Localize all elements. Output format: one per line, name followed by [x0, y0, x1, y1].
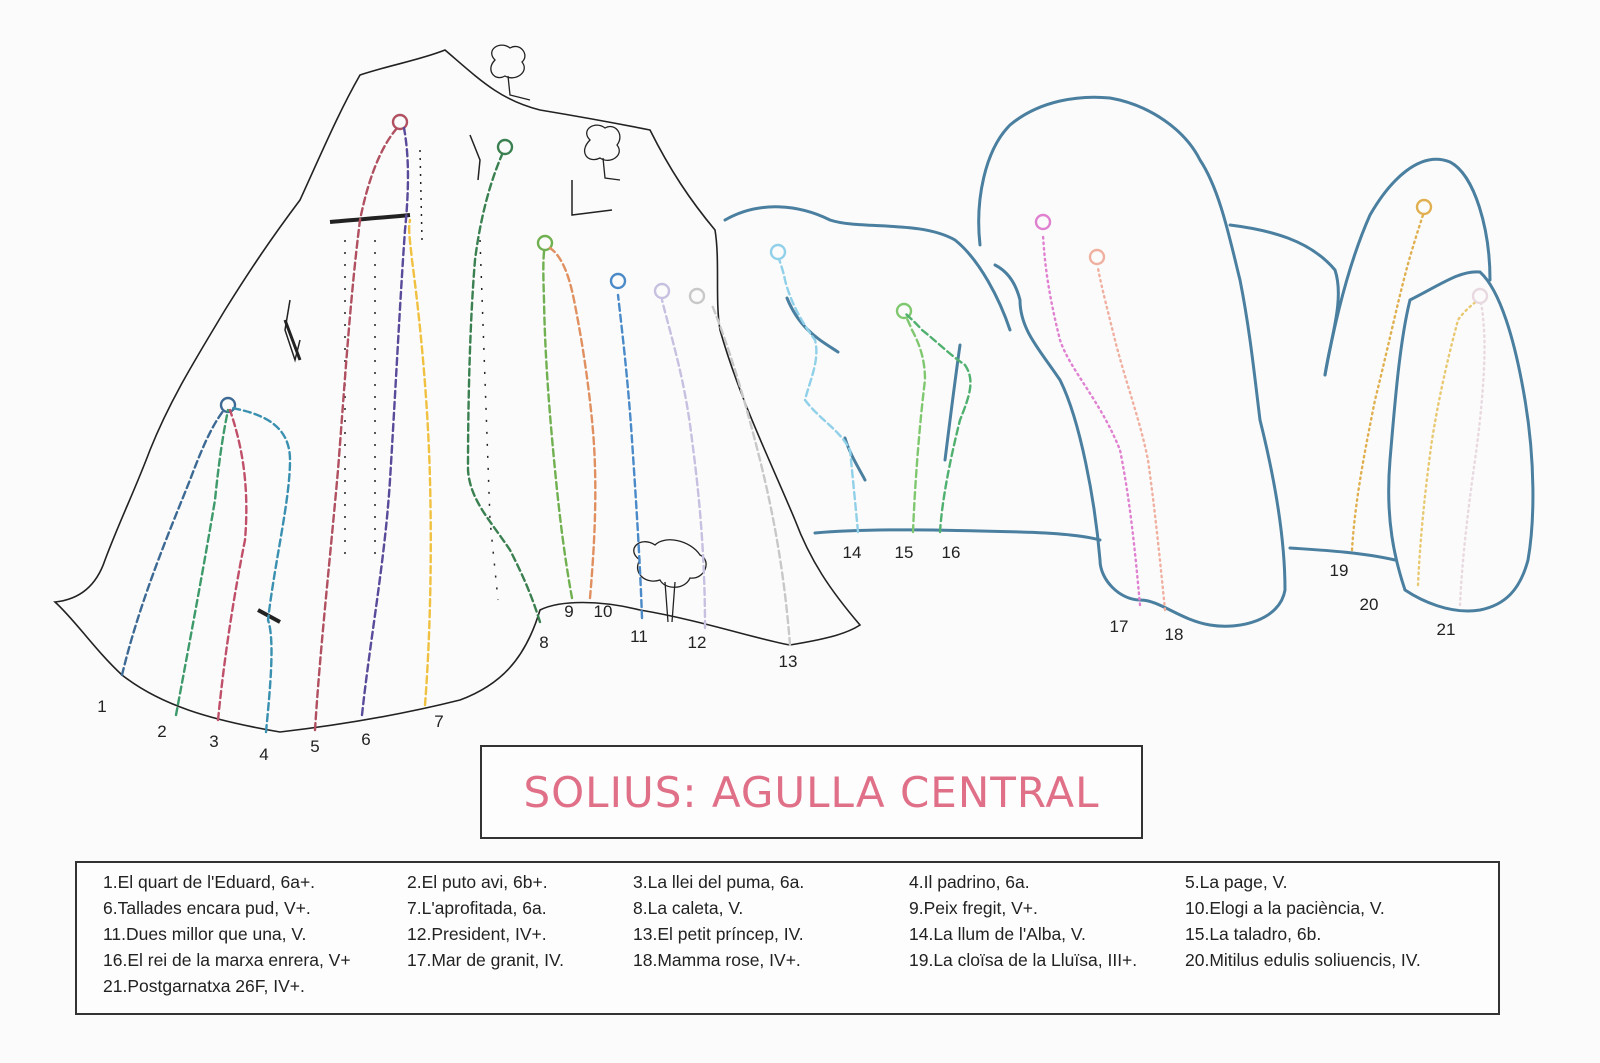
route-line-18: [1098, 268, 1165, 610]
legend-item: 10.Elogi a la paciència, V.: [1173, 897, 1473, 919]
route-line-10: [550, 248, 595, 598]
route-number-label: 3: [209, 732, 218, 751]
route-number-label: 15: [895, 543, 914, 562]
route-line-8: [468, 148, 540, 622]
route-number-label: 7: [434, 712, 443, 731]
rock-21-outline: [1389, 272, 1533, 611]
legend-item: 3.La llei del puma, 6a.: [627, 871, 903, 893]
legend-item: 1.El quart de l'Eduard, 6a+.: [87, 871, 387, 893]
legend-item: 20.Mitilus edulis soliuencis, IV.: [1173, 949, 1473, 971]
route-line-11: [618, 295, 642, 618]
anchor-ring-icon: [1090, 250, 1104, 264]
legend-item: 11.Dues millor que una, V.: [87, 923, 387, 945]
route-number-label: 11: [630, 627, 648, 646]
route-number-label: 18: [1165, 625, 1184, 644]
route-line-15: [903, 312, 925, 532]
legend-item: 7.L'aprofitada, 6a.: [387, 897, 627, 919]
tree-icon-bottom: [634, 540, 706, 622]
main-rock-outline: [55, 50, 860, 732]
route-number-label: 5: [310, 737, 319, 756]
rock-17-18-outline: [979, 97, 1285, 626]
anchor-ring-icon: [690, 289, 704, 303]
route-number-label: 1: [97, 697, 106, 716]
legend-item: 18.Mamma rose, IV+.: [627, 949, 903, 971]
title-box: SOLIUS: AGULLA CENTRAL: [480, 745, 1143, 839]
route-line-9: [543, 245, 572, 598]
route-line-2: [176, 410, 228, 715]
legend-item: 19.La cloïsa de la Lluïsa, III+.: [903, 949, 1173, 971]
route-number-label: 10: [594, 602, 613, 621]
legend-item: 5.La page, V.: [1173, 871, 1473, 893]
anchor-ring-icon: [1473, 289, 1487, 303]
route-number-label: 12: [688, 633, 707, 652]
legend-item: 13.El petit príncep, IV.: [627, 923, 903, 945]
anchor-ring-icon: [771, 245, 785, 259]
route-line-7: [409, 220, 431, 705]
route-number-label: 8: [539, 633, 548, 652]
route-line-21: [1460, 300, 1485, 605]
route-number-label: 16: [942, 543, 961, 562]
rock-19-outline: [1230, 225, 1395, 560]
route-number-label: 13: [779, 652, 798, 671]
route-legend: 1.El quart de l'Eduard, 6a+. 2.El puto a…: [75, 861, 1500, 1015]
route-line-14: [778, 256, 858, 532]
anchor-ring-icon: [1036, 215, 1050, 229]
route-line-4: [232, 408, 290, 732]
legend-item: 2.El puto avi, 6b+.: [387, 871, 627, 893]
legend-item: 17.Mar de granit, IV.: [387, 949, 627, 971]
route-line-17: [1043, 235, 1140, 605]
legend-item: 21.Postgarnatxa 26F, IV+.: [87, 975, 387, 997]
route-number-label: 17: [1110, 617, 1129, 636]
legend-item: 8.La caleta, V.: [627, 897, 903, 919]
route-number-label: 20: [1360, 595, 1379, 614]
route-line-3: [218, 410, 246, 720]
routes-layer: [122, 115, 1487, 732]
route-line-12: [662, 300, 705, 628]
page-title: SOLIUS: AGULLA CENTRAL: [523, 768, 1099, 817]
legend-item: 16.El rei de la marxa enrera, V+: [87, 949, 387, 971]
tree-icon-middle: [585, 125, 620, 180]
legend-grid: 1.El quart de l'Eduard, 6a+. 2.El puto a…: [87, 871, 1488, 997]
legend-item: 6.Tallades encara pud, V+.: [87, 897, 387, 919]
route-line-20: [1418, 300, 1478, 585]
legend-item: 15.La taladro, 6b.: [1173, 923, 1473, 945]
anchor-ring-icon: [393, 115, 407, 129]
route-number-label: 19: [1330, 561, 1349, 580]
route-line-1: [122, 405, 228, 675]
anchor-ring-icon: [498, 140, 512, 154]
route-number-label: 9: [564, 602, 573, 621]
route-number-label: 4: [259, 745, 268, 764]
legend-item: 4.Il padrino, 6a.: [903, 871, 1173, 893]
legend-item: 9.Peix fregit, V+.: [903, 897, 1173, 919]
legend-item: 14.La llum de l'Alba, V.: [903, 923, 1173, 945]
anchor-ring-icon: [655, 284, 669, 298]
route-number-label: 21: [1437, 620, 1456, 639]
anchor-ring-icon: [611, 274, 625, 288]
route-number-label: 6: [361, 730, 370, 749]
legend-item: 12.President, IV+.: [387, 923, 627, 945]
anchor-ring-icon: [1417, 200, 1431, 214]
route-number-label: 14: [843, 543, 862, 562]
route-line-13: [712, 305, 790, 645]
route-number-label: 2: [157, 722, 166, 741]
rock-details: [258, 135, 612, 622]
